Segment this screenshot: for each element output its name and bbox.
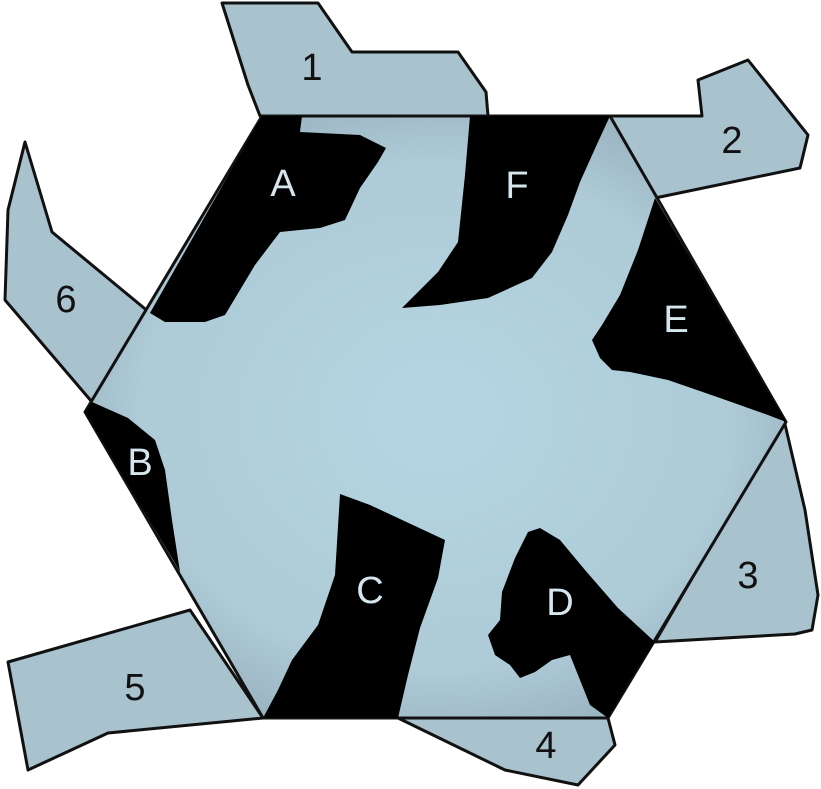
region-c-shape <box>263 494 445 718</box>
region-b-shape <box>85 402 180 572</box>
region-c-label: C <box>356 570 383 612</box>
region-d-label: D <box>546 582 573 624</box>
region-e-label: E <box>663 299 688 341</box>
piece-5-shape <box>6 608 265 772</box>
region-e-shape <box>592 198 786 422</box>
region-f-shape <box>402 116 610 308</box>
piece-6-label: 6 <box>55 279 76 321</box>
region-d-shape <box>488 528 655 718</box>
piece-4-shape <box>396 716 617 787</box>
piece-4-label: 4 <box>535 725 556 767</box>
piece-1-shape <box>220 1 490 118</box>
piece-5-label: 5 <box>124 667 145 709</box>
piece-1-label: 1 <box>301 47 322 89</box>
region-f-label: F <box>505 165 528 207</box>
piece-3-label: 3 <box>737 555 758 597</box>
region-b-label: B <box>127 442 152 484</box>
piece-2-label: 2 <box>721 120 742 162</box>
region-a-shape <box>150 116 386 322</box>
region-a-label: A <box>270 163 296 205</box>
piece-2-shape <box>608 58 810 200</box>
